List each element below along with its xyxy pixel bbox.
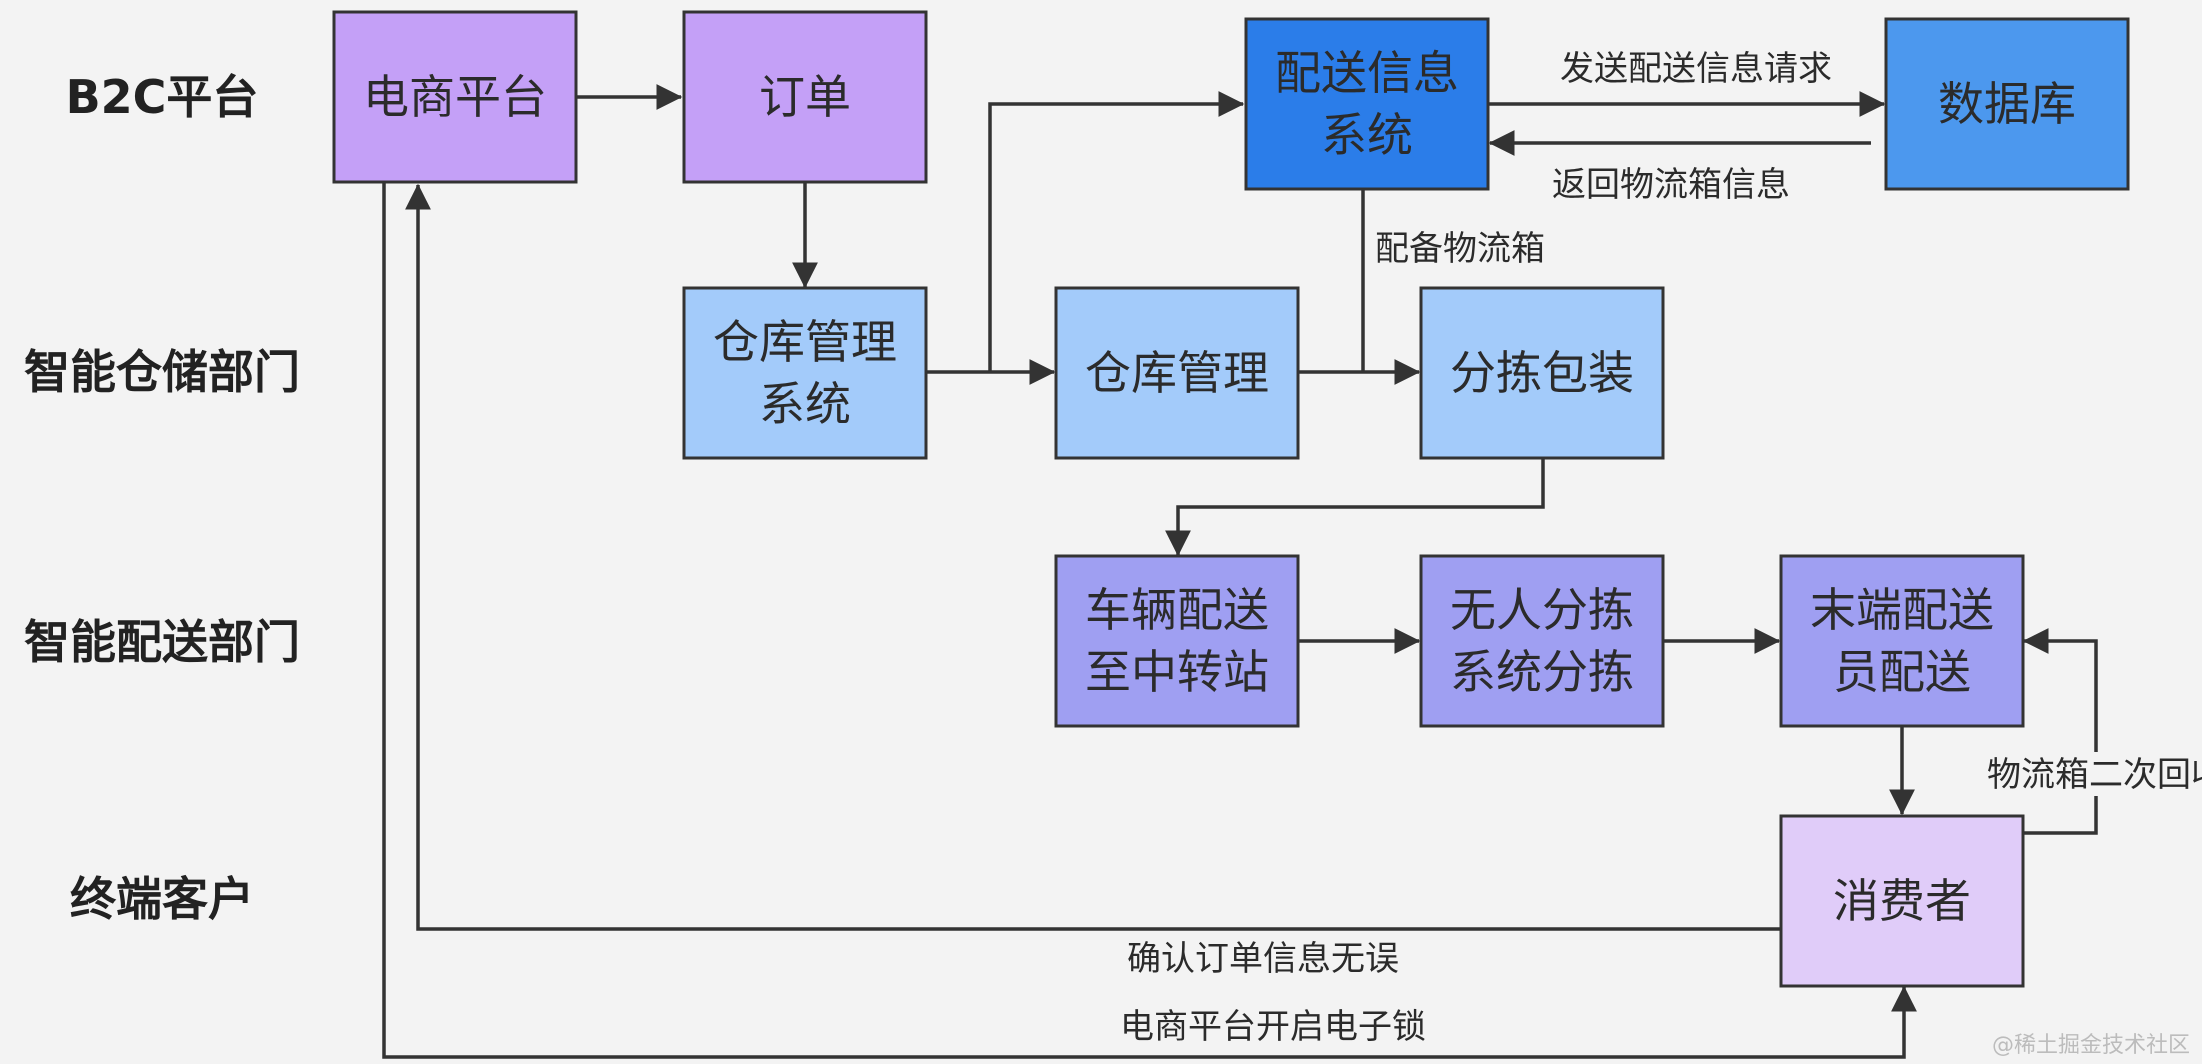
lane-label-customer: 终端客户 (70, 872, 254, 926)
lane-label-b2c: B2C平台 (66, 70, 259, 124)
node-label-line-2: 系统 (759, 377, 851, 431)
node-label: 消费者 (1833, 874, 1971, 928)
node-wms: 仓库管理 系统 (682, 286, 928, 460)
edge-sort-pack-to-vehicle (1165, 457, 1545, 557)
node-label: 仓库管理 (1085, 346, 1269, 400)
node-order: 订单 (682, 10, 928, 184)
node-label-line-1: 车辆配送 (1085, 583, 1269, 637)
edge-label-box-recycle: 物流箱二次回收 (1987, 755, 2202, 795)
node-label: 订单 (759, 70, 851, 124)
edge-label-prepare-box: 配备物流箱 (1375, 229, 1545, 269)
node-database: 数据库 (1884, 17, 2130, 191)
lane-label-delivery: 智能配送部门 (24, 615, 300, 669)
node-label-line-1: 无人分拣 (1450, 583, 1634, 637)
node-warehouse-management: 仓库管理 (1054, 286, 1300, 460)
edge-confirm-order (405, 183, 1781, 931)
node-label: 电商平台 (363, 70, 547, 124)
edge-box-recycle (2022, 628, 2098, 835)
node-label-line-2: 系统分拣 (1450, 645, 1634, 699)
node-label: 数据库 (1938, 77, 2076, 131)
node-vehicle-delivery: 车辆配送 至中转站 (1054, 554, 1300, 728)
node-label-line-2: 至中转站 (1085, 645, 1269, 699)
node-delivery-info-system: 配送信息 系统 (1244, 17, 1490, 191)
label-bg-send-request (1538, 46, 1854, 90)
node-label-line-1: 仓库管理 (713, 315, 897, 369)
lane-label-warehouse: 智能仓储部门 (24, 345, 300, 399)
label-bg-box-recycle (1982, 752, 2202, 796)
node-label-line-1: 配送信息 (1275, 46, 1459, 100)
watermark: @稀土掘金技术社区 (1992, 1033, 2190, 1058)
edge-label-return-info: 返回物流箱信息 (1552, 165, 1790, 205)
node-label-line-2: 员配送 (1833, 645, 1971, 699)
node-label: 分拣包装 (1450, 346, 1634, 400)
node-label-line-2: 系统 (1321, 108, 1413, 162)
edge-open-lock (382, 183, 1917, 1059)
edge-label-send-request: 发送配送信息请求 (1560, 49, 1832, 89)
edge-label-confirm-order: 确认订单信息无误 (1127, 939, 1399, 979)
edge-label-open-lock: 电商平台开启电子锁 (1120, 1007, 1426, 1047)
node-label-line-1: 末端配送 (1810, 583, 1994, 637)
node-unmanned-sorting: 无人分拣 系统分拣 (1419, 554, 1665, 728)
node-ecommerce: 电商平台 (332, 10, 578, 184)
edge-wms-to-delivery-info (988, 91, 1245, 372)
node-last-mile-courier: 末端配送 员配送 (1779, 554, 2025, 728)
node-sort-pack: 分拣包装 (1419, 286, 1665, 460)
node-consumer: 消费者 (1779, 814, 2025, 988)
